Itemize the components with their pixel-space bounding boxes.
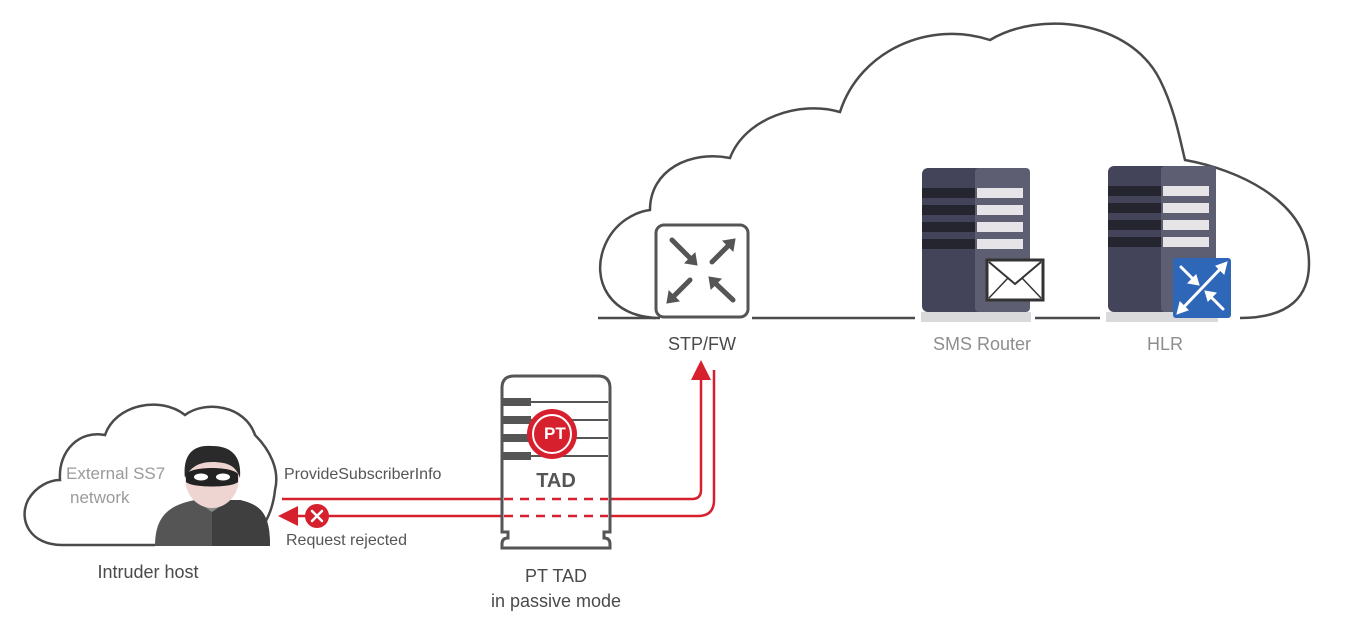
stp-fw-label: STP/FW xyxy=(668,334,736,354)
envelope-icon xyxy=(985,258,1045,302)
sms-router-server-icon xyxy=(921,168,1045,322)
sms-router-label: SMS Router xyxy=(932,334,1032,354)
pt-tad-device-icon xyxy=(500,374,612,550)
hlr-label: HLR xyxy=(1146,334,1184,354)
pt-tad-label-line1: PT TAD xyxy=(524,566,588,586)
rejected-x-icon xyxy=(305,504,329,528)
external-network-label-line2: network xyxy=(70,488,130,507)
hlr-server-icon xyxy=(1106,166,1231,322)
hlr-arrows-icon xyxy=(1173,258,1231,318)
router-arrows-icon xyxy=(654,223,750,319)
tad-device-label: TAD xyxy=(536,470,576,492)
pt-logo-text: PT xyxy=(544,424,566,443)
intruder-host-label: Intruder host xyxy=(97,562,199,582)
external-network-label-line1: External SS7 xyxy=(66,464,166,483)
pt-tad-label-line2: in passive mode xyxy=(490,591,622,611)
response-message-label: Request rejected xyxy=(286,532,407,549)
request-message-label: ProvideSubscriberInfo xyxy=(284,466,442,483)
pt-logo-badge xyxy=(527,409,577,459)
external-network-cloud xyxy=(23,403,278,547)
intruder-masked-person-icon xyxy=(155,445,270,546)
operator-network-cloud xyxy=(598,22,1311,320)
